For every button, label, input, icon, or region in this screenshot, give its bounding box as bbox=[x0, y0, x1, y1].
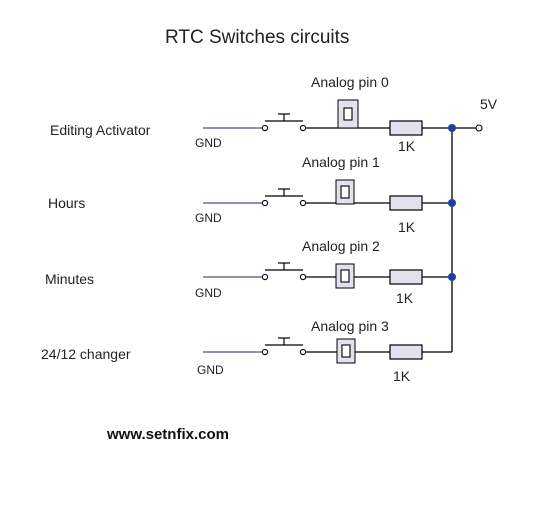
diagram-title: RTC Switches circuits bbox=[165, 27, 349, 48]
analog-pin-connector-icon bbox=[336, 338, 356, 364]
junction-dot-icon bbox=[448, 273, 456, 281]
push-button-switch-icon bbox=[261, 337, 307, 356]
junction-dot-icon bbox=[448, 124, 456, 132]
analog-pin-label: Analog pin 1 bbox=[302, 154, 380, 170]
resistor-value: 1K bbox=[393, 368, 411, 384]
gnd-label: GND bbox=[195, 136, 222, 150]
analog-pin-label: Analog pin 2 bbox=[302, 238, 380, 254]
row-label: Editing Activator bbox=[50, 122, 151, 138]
gnd-label: GND bbox=[195, 286, 222, 300]
gnd-label: GND bbox=[195, 211, 222, 225]
analog-pin-connector-icon bbox=[335, 263, 355, 289]
resistor-value: 1K bbox=[398, 219, 416, 235]
resistor-icon bbox=[389, 195, 423, 211]
junction-dot-icon bbox=[448, 199, 456, 207]
push-button-switch-icon bbox=[261, 262, 307, 281]
analog-pin-connector-icon bbox=[335, 179, 355, 205]
analog-pin-connector-icon bbox=[337, 99, 359, 129]
row-label: 24/12 changer bbox=[41, 346, 131, 362]
push-button-switch-icon bbox=[261, 113, 307, 132]
circuit-row-editing-activator: Editing Activator GND Analog pin 0 1K bbox=[50, 74, 456, 154]
supply-rail: 5V bbox=[451, 96, 498, 352]
website-credit: www.setnfix.com bbox=[106, 426, 229, 443]
circuit-row-minutes: Minutes GND Analog pin 2 1K bbox=[45, 238, 456, 306]
resistor-value: 1K bbox=[396, 290, 414, 306]
supply-terminal-icon bbox=[475, 124, 483, 132]
push-button-switch-icon bbox=[261, 188, 307, 207]
resistor-value: 1K bbox=[398, 138, 416, 154]
supply-label: 5V bbox=[480, 96, 498, 112]
analog-pin-label: Analog pin 3 bbox=[311, 318, 389, 334]
resistor-icon bbox=[389, 344, 423, 360]
gnd-label: GND bbox=[197, 363, 224, 377]
analog-pin-label: Analog pin 0 bbox=[311, 74, 389, 90]
resistor-icon bbox=[389, 120, 423, 136]
row-label: Minutes bbox=[45, 271, 94, 287]
circuit-row-24-12-changer: 24/12 changer GND Analog pin 3 1K bbox=[41, 318, 452, 384]
resistor-icon bbox=[389, 269, 423, 285]
row-label: Hours bbox=[48, 195, 85, 211]
circuit-row-hours: Hours GND Analog pin 1 1K bbox=[48, 154, 456, 235]
